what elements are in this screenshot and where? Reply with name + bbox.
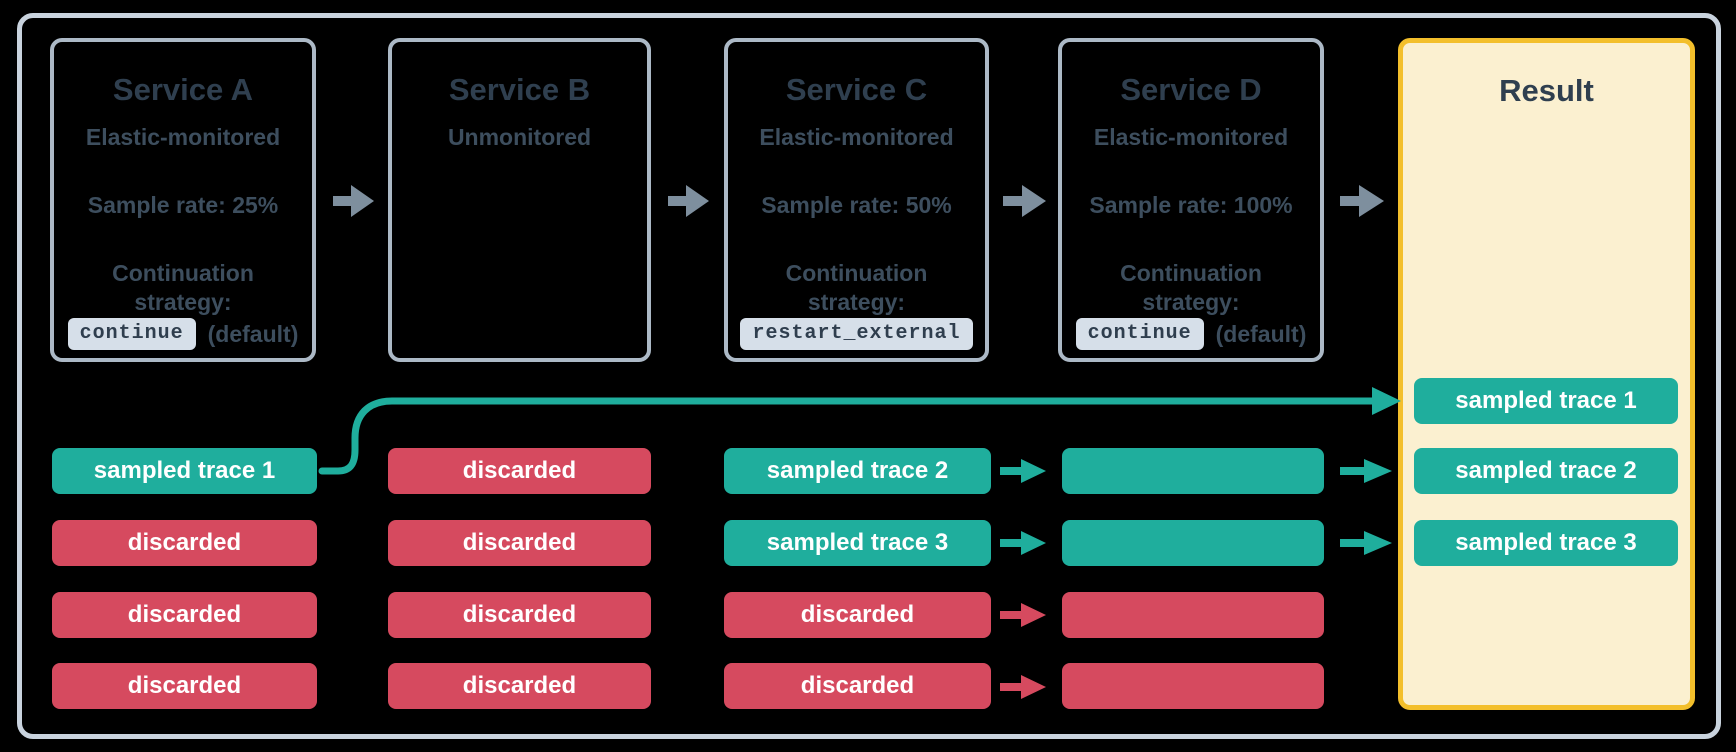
service-c-strategy-value: restart_external	[728, 317, 985, 351]
trace-pill-b-2: discarded	[388, 520, 651, 566]
service-a-box: Service A Elastic-monitored Sample rate:…	[50, 38, 316, 362]
service-a-sample-rate: Sample rate: 25%	[87, 192, 279, 218]
trace-pill-c-2: sampled trace 3	[724, 520, 991, 566]
trace-pill-a-1: sampled trace 1	[52, 448, 317, 494]
strategy-word-1: Continuation	[785, 260, 928, 286]
result-pill-3: sampled trace 3	[1414, 520, 1678, 566]
service-c-monitoring: Elastic-monitored	[759, 124, 954, 150]
service-b-monitoring: Unmonitored	[447, 124, 592, 150]
trace-pill-d-3	[1062, 592, 1324, 638]
trace-pill-a-3: discarded	[52, 592, 317, 638]
service-d-title: Service D	[1120, 72, 1262, 107]
trace-pill-d-2	[1062, 520, 1324, 566]
service-a-strategy-label: Continuation strategy:	[54, 259, 312, 317]
result-title: Result	[1499, 73, 1594, 108]
service-d-strategy-code: continue	[1075, 318, 1204, 350]
service-b-box: Service B Unmonitored	[388, 38, 651, 362]
service-d-strategy-suffix: (default)	[1215, 320, 1307, 347]
trace-pill-d-1	[1062, 448, 1324, 494]
service-d-monitoring: Elastic-monitored	[1093, 124, 1289, 150]
strategy-word-2: strategy:	[1142, 289, 1240, 315]
trace-pill-b-3: discarded	[388, 592, 651, 638]
service-c-strategy-code: restart_external	[740, 318, 973, 350]
strategy-word-2: strategy:	[807, 289, 906, 315]
service-c-title: Service C	[785, 72, 928, 107]
result-pill-2: sampled trace 2	[1414, 448, 1678, 494]
service-d-strategy-label: Continuation strategy:	[1062, 259, 1320, 317]
service-c-strategy-label: Continuation strategy:	[728, 259, 985, 317]
trace-pill-a-2: discarded	[52, 520, 317, 566]
service-d-sample-rate: Sample rate: 100%	[1089, 192, 1293, 218]
strategy-word-1: Continuation	[1120, 260, 1262, 286]
service-a-strategy-value: continue (default)	[54, 317, 312, 351]
service-d-strategy-value: continue (default)	[1062, 317, 1320, 351]
service-d-box: Service D Elastic-monitored Sample rate:…	[1058, 38, 1324, 362]
diagram-frame	[17, 13, 1721, 739]
result-box: Result	[1398, 38, 1695, 710]
service-a-monitoring: Elastic-monitored	[85, 124, 281, 150]
trace-pill-c-3: discarded	[724, 592, 991, 638]
trace-pill-a-4: discarded	[52, 663, 317, 709]
trace-pill-c-1: sampled trace 2	[724, 448, 991, 494]
trace-pill-b-4: discarded	[388, 663, 651, 709]
service-a-strategy-code: continue	[67, 318, 196, 350]
result-pill-1: sampled trace 1	[1414, 378, 1678, 424]
trace-pill-b-1: discarded	[388, 448, 651, 494]
strategy-word-2: strategy:	[134, 289, 232, 315]
strategy-word-1: Continuation	[112, 260, 254, 286]
service-c-sample-rate: Sample rate: 50%	[761, 192, 952, 218]
service-c-box: Service C Elastic-monitored Sample rate:…	[724, 38, 989, 362]
service-a-strategy-suffix: (default)	[207, 320, 299, 347]
trace-pill-c-4: discarded	[724, 663, 991, 709]
trace-pill-d-4	[1062, 663, 1324, 709]
service-b-title: Service B	[448, 72, 591, 107]
service-a-title: Service A	[112, 72, 254, 107]
